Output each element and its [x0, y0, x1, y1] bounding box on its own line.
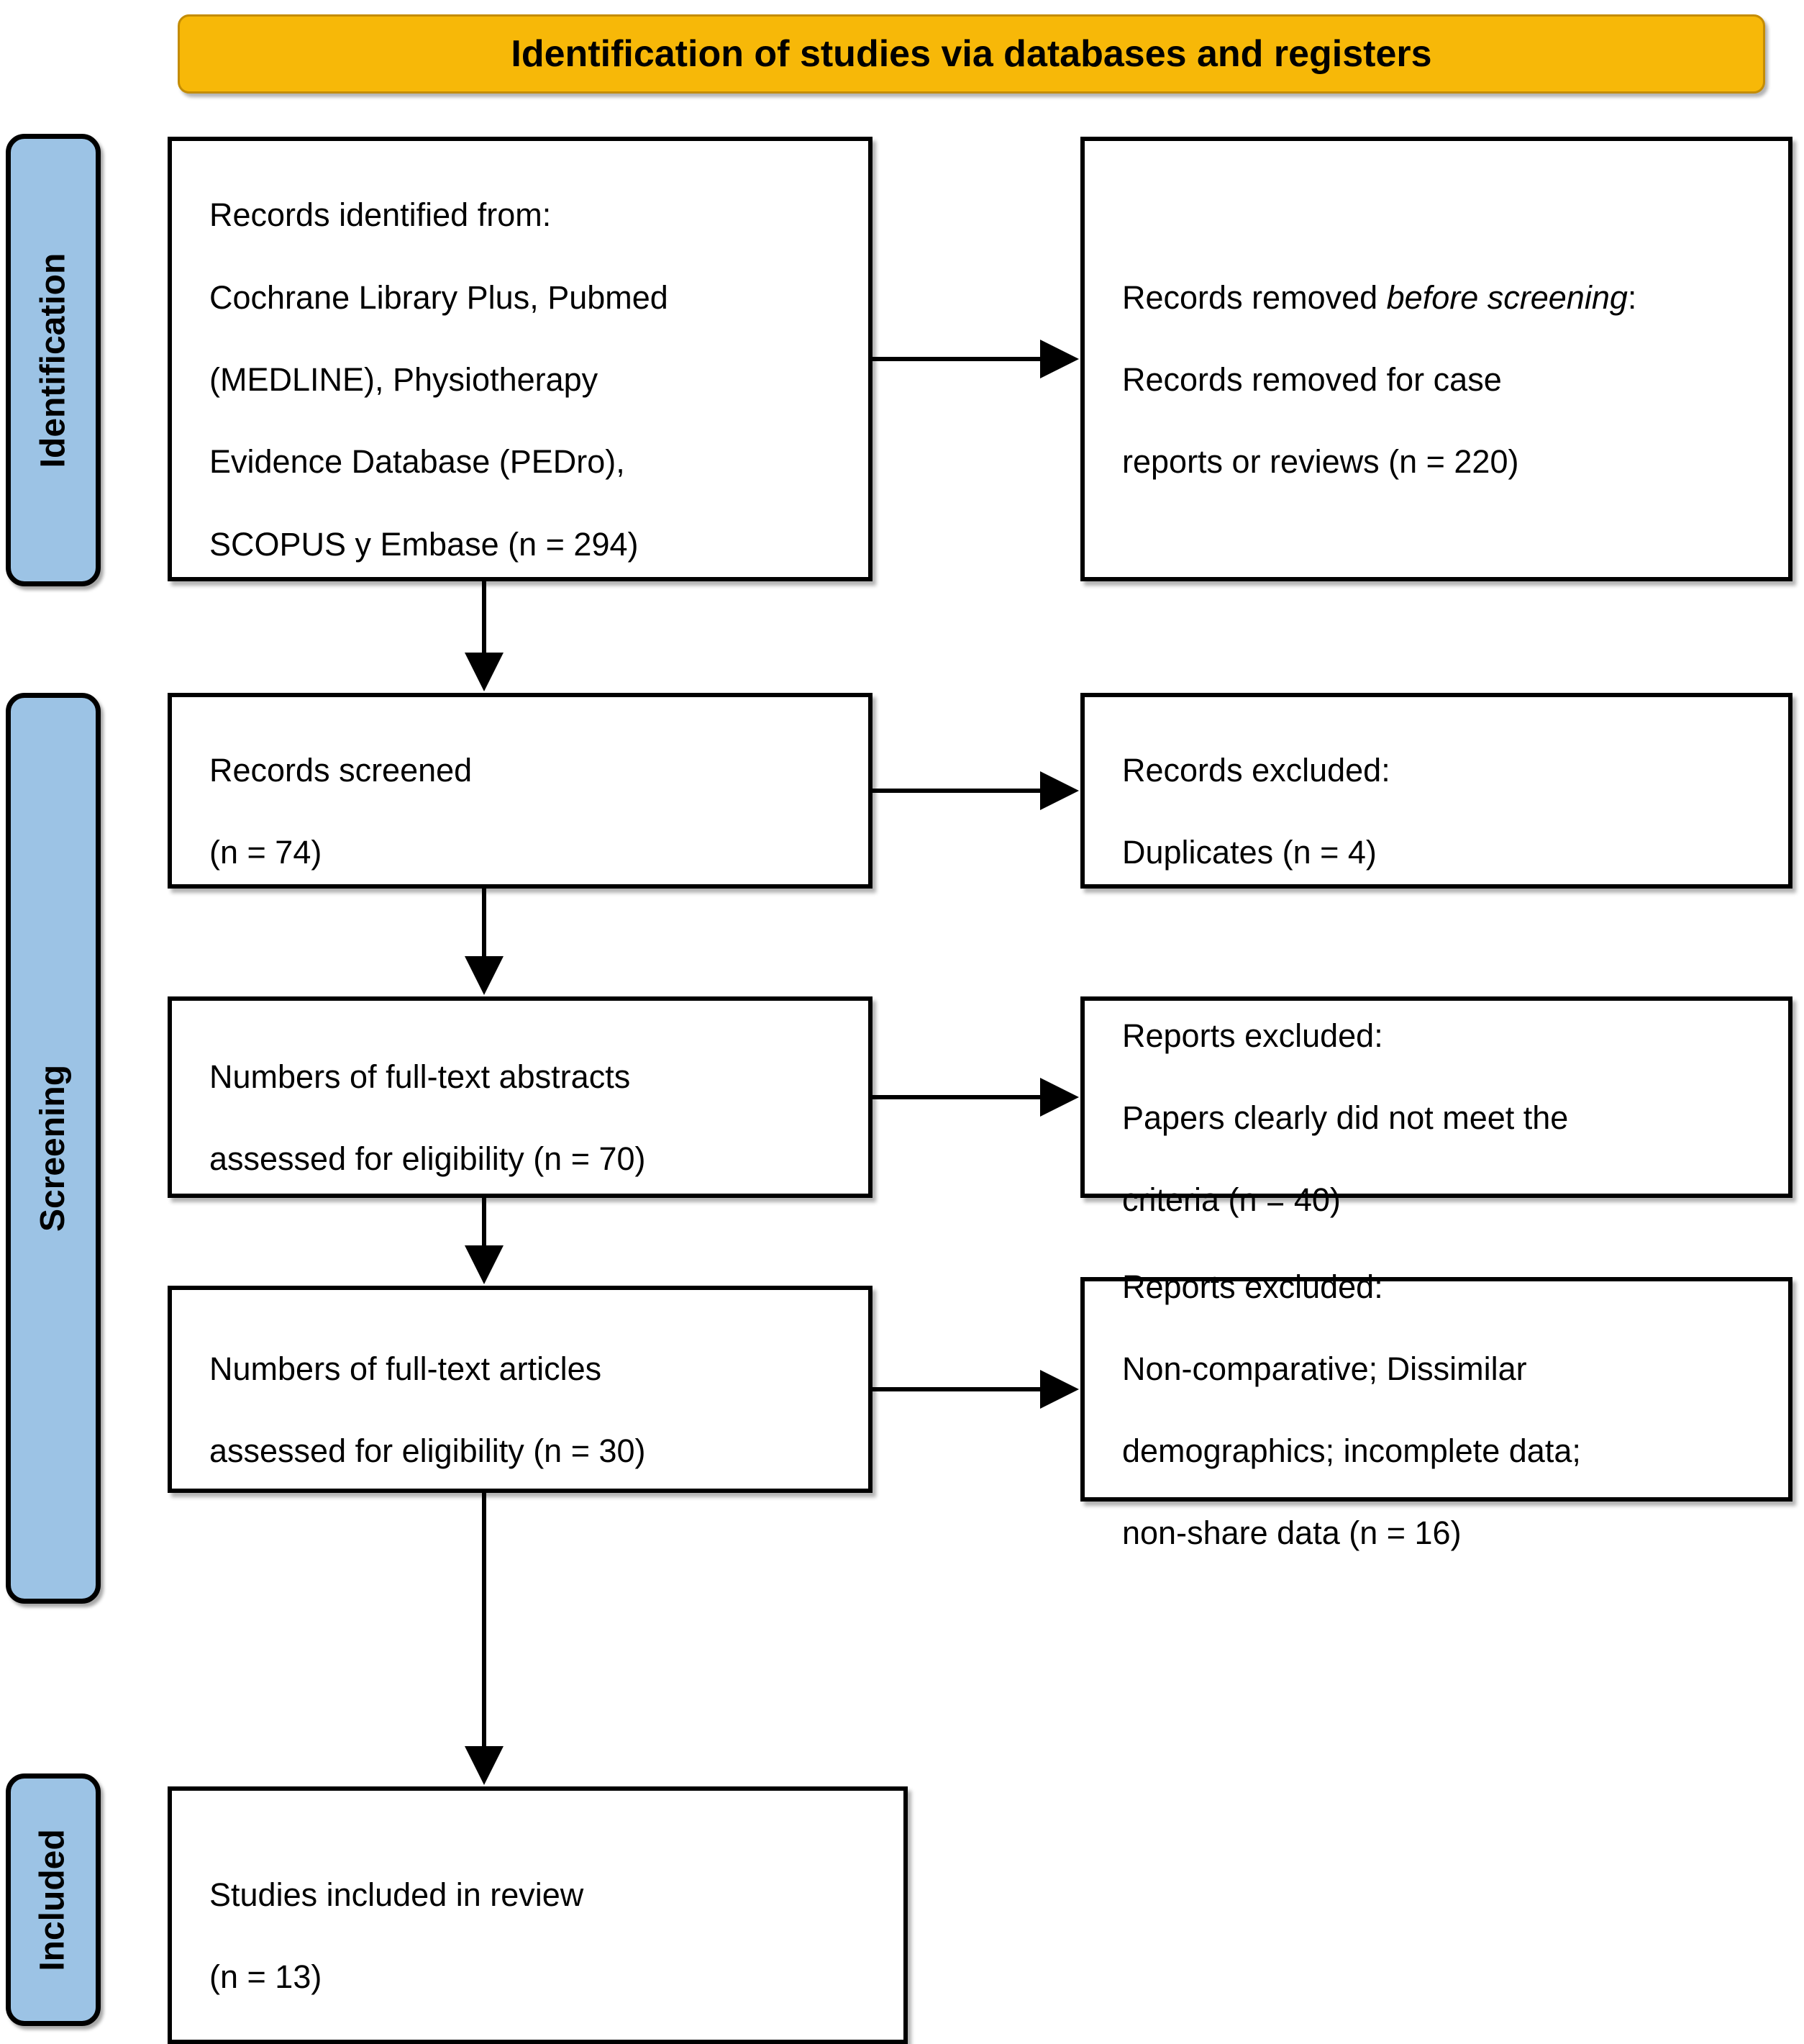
- articles-assessed-line-1: Numbers of full-text articles: [209, 1350, 602, 1387]
- box-articles-assessed: Numbers of full-text articles assessed f…: [168, 1286, 873, 1493]
- reports-excluded-2-line-3: demographics; incomplete data;: [1122, 1432, 1581, 1470]
- diagram-header-banner: Identification of studies via databases …: [178, 14, 1765, 94]
- box-reports-excluded-criteria: Reports excluded: Papers clearly did not…: [1080, 996, 1792, 1218]
- records-identified-line-1: Records identified from:: [209, 196, 552, 234]
- studies-included-line-1: Studies included in review: [209, 1876, 584, 1913]
- records-removed-colon: :: [1627, 278, 1637, 316]
- stage-label-screening-text: Screening: [34, 1064, 73, 1232]
- box-records-excluded: Records excluded: Duplicates (n = 4): [1080, 693, 1792, 889]
- records-identified-line-3: (MEDLINE), Physiotherapy: [209, 361, 598, 398]
- records-screened-line-2: (n = 74): [209, 834, 322, 871]
- records-identified-line-5: SCOPUS y Embase (n = 294): [209, 525, 639, 563]
- records-removed-lead: Records removed: [1122, 278, 1387, 316]
- records-identified-line-4: Evidence Database (PEDro),: [209, 443, 625, 481]
- box-records-identified-text: Records identified from: Cochrane Librar…: [172, 153, 668, 564]
- stage-label-identification-text: Identification: [34, 253, 73, 468]
- box-articles-assessed-text: Numbers of full-text articles assessed f…: [172, 1307, 646, 1472]
- records-removed-line-3: reports or reviews (n = 220): [1122, 443, 1519, 481]
- diagram-title: Identification of studies via databases …: [511, 32, 1432, 75]
- stage-label-included-text: Included: [34, 1828, 72, 1971]
- box-abstracts-assessed: Numbers of full-text abstracts assessed …: [168, 996, 873, 1198]
- reports-excluded-1-line-1: Reports excluded:: [1122, 1017, 1383, 1054]
- studies-included-line-2: (n = 13): [209, 1958, 322, 1996]
- box-records-removed-text: Records removed before screening: Record…: [1085, 236, 1636, 483]
- abstracts-assessed-line-1: Numbers of full-text abstracts: [209, 1058, 631, 1095]
- box-studies-included-text: Studies included in review (n = 13): [172, 1833, 583, 1998]
- records-removed-emphasis: before screening: [1386, 278, 1628, 316]
- records-identified-line-2: Cochrane Library Plus, Pubmed: [209, 278, 668, 316]
- abstracts-assessed-line-2: assessed for eligibility (n = 70): [209, 1140, 646, 1178]
- reports-excluded-1-line-2: Papers clearly did not meet the: [1122, 1099, 1569, 1136]
- box-records-screened-text: Records screened (n = 74): [172, 709, 472, 873]
- box-records-screened: Records screened (n = 74): [168, 693, 873, 889]
- records-excluded-line-2: Duplicates (n = 4): [1122, 834, 1377, 871]
- stage-label-screening: Screening: [6, 693, 101, 1604]
- records-screened-line-1: Records screened: [209, 751, 473, 789]
- box-records-excluded-text: Records excluded: Duplicates (n = 4): [1085, 709, 1390, 873]
- box-abstracts-assessed-text: Numbers of full-text abstracts assessed …: [172, 1015, 646, 1180]
- stage-label-included: Included: [6, 1773, 101, 2026]
- box-studies-included: Studies included in review (n = 13): [168, 1786, 908, 2044]
- reports-excluded-2-line-2: Non-comparative; Dissimilar: [1122, 1350, 1527, 1387]
- reports-excluded-1-line-3: criteria (n = 40): [1122, 1181, 1341, 1219]
- stage-label-identification: Identification: [6, 134, 101, 586]
- box-records-removed-before-screening: Records removed before screening: Record…: [1080, 137, 1792, 581]
- reports-excluded-2-line-4: non-share data (n = 16): [1122, 1514, 1462, 1552]
- records-excluded-line-1: Records excluded:: [1122, 751, 1390, 789]
- box-reports-excluded-criteria-text: Reports excluded: Papers clearly did not…: [1085, 974, 1568, 1221]
- records-removed-line-2: Records removed for case: [1122, 361, 1502, 398]
- box-records-identified: Records identified from: Cochrane Librar…: [168, 137, 873, 581]
- box-reports-excluded-data-text: Reports excluded: Non-comparative; Dissi…: [1085, 1225, 1581, 1553]
- articles-assessed-line-2: assessed for eligibility (n = 30): [209, 1432, 646, 1470]
- box-reports-excluded-data: Reports excluded: Non-comparative; Dissi…: [1080, 1268, 1792, 1551]
- reports-excluded-2-line-1: Reports excluded:: [1122, 1268, 1383, 1305]
